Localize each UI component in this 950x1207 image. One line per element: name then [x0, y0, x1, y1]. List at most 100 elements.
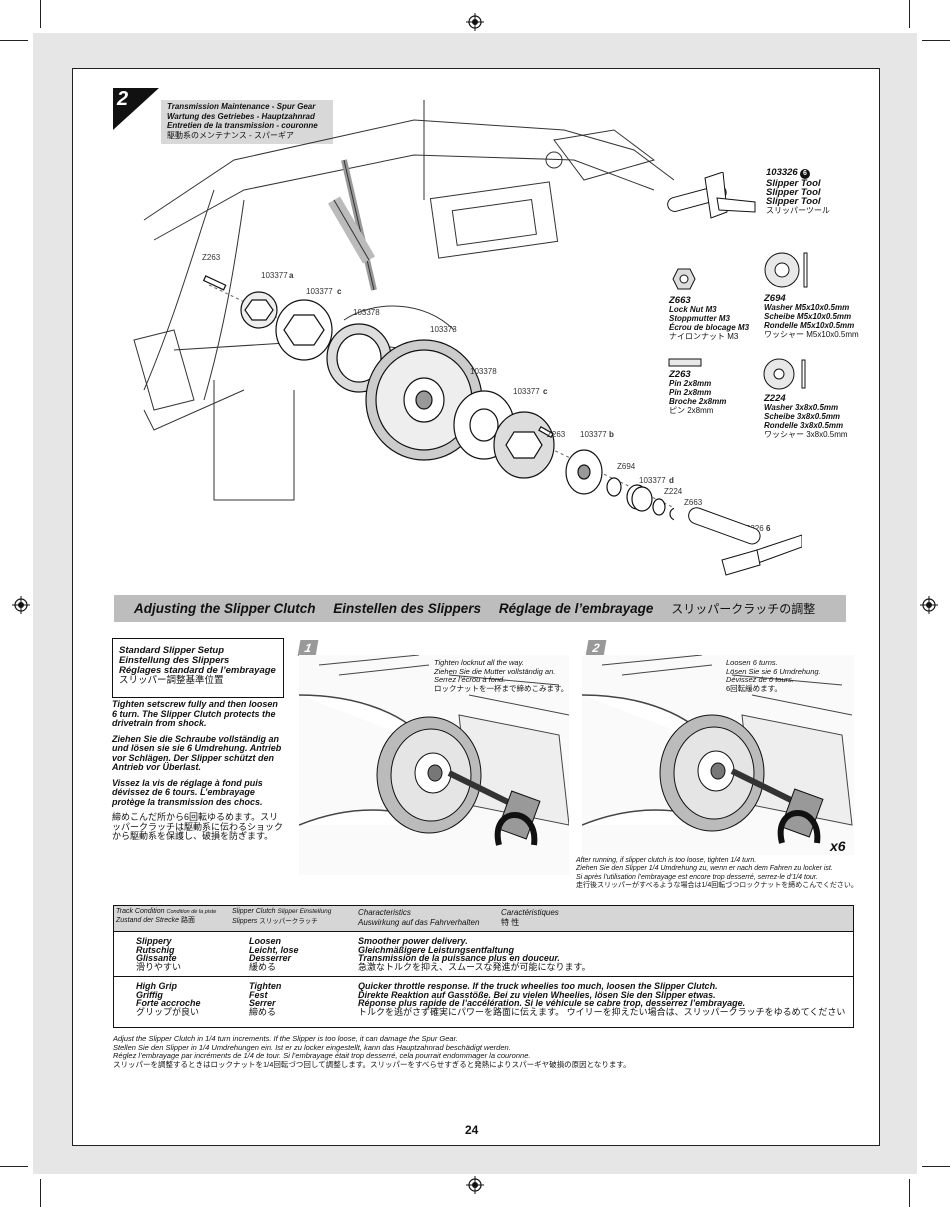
callout-badge-d: d	[669, 476, 674, 485]
setup-text-de: Ziehen Sie die Schraube vollständig an u…	[112, 733, 282, 772]
caption-fr: Serrez l’écrou à fond.	[434, 675, 506, 684]
pin-icon	[668, 358, 702, 367]
caption-de: Lösen Sie sie 6 Umdrehung.	[726, 666, 821, 676]
callout-badge-a: a	[289, 271, 294, 280]
step-title-de: Wartung des Getriebes - Hauptzahnrad	[167, 111, 315, 121]
callout-103373: 103373	[430, 325, 457, 334]
caption-en: Tighten locknut all the way.	[434, 658, 524, 667]
callout-103377: 103377	[261, 271, 288, 280]
crop-mark	[922, 40, 950, 41]
small-washer-icon	[763, 358, 806, 390]
callout-103377: 103377	[513, 387, 540, 396]
caption-fr: Dévissez de 6 tours.	[726, 675, 794, 684]
photo1-caption: Tighten locknut all the way. Ziehen Sie …	[434, 658, 569, 693]
setup-text-en: Tighten setscrew fully and then loosen 6…	[112, 699, 278, 728]
after-running-en: After running, if slipper clutch is too …	[576, 857, 757, 864]
setup-title-de: Einstellung des Slippers	[119, 655, 230, 666]
callout-badge-b: b	[609, 430, 614, 439]
part-name-jp: ナイロンナット M3	[669, 332, 739, 341]
crop-mark	[40, 1179, 41, 1207]
step-number: 2	[117, 88, 129, 110]
part-name-en: Washer M5x10x0.5mm	[764, 303, 850, 312]
characteristics-cell: Quicker throttle response. If the truck …	[355, 976, 854, 1021]
table-row: Slippery Rutschig Glissante 滑りやすい Loosen…	[113, 932, 854, 977]
banner-title-jp: スリッパークラッチの調整	[671, 602, 816, 616]
part-name-de: Stoppmutter M3	[669, 314, 730, 323]
part-name-en: Slipper Tool	[766, 178, 821, 189]
crop-mark	[40, 0, 41, 28]
lock-nut-icon	[672, 268, 696, 290]
part-name-de: Scheibe 3x8x0.5mm	[764, 412, 841, 421]
registration-mark-icon	[466, 13, 484, 31]
photo-step-badge: 1	[297, 640, 319, 656]
track-cell: Slippery Rutschig Glissante 滑りやすい	[136, 936, 182, 972]
registration-mark-icon	[12, 596, 30, 614]
part-name-de: Scheibe M5x10x0.5mm	[764, 312, 852, 321]
callout-z224: Z224	[664, 487, 683, 496]
part-name-de: Slipper Tool	[766, 187, 821, 198]
banner-title-fr: Réglage de l’embrayage	[498, 601, 654, 616]
caption-de: Ziehen Sie die Mutter vollständig an.	[434, 666, 556, 676]
part-name-fr: Slipper Tool	[766, 196, 821, 207]
caption-jp: ロックナットを一杯まで締めこみます。	[434, 683, 569, 693]
part-code: Z224	[764, 393, 786, 404]
page-number: 24	[465, 1123, 479, 1137]
turn-multiplier: x6	[830, 838, 846, 854]
part-103326: 103326 6 Slipper Tool Slipper Tool Slipp…	[766, 168, 830, 215]
part-name-fr: Broche 2x8mm	[669, 397, 727, 406]
section-banner: Adjusting the Slipper Clutch Einstellen …	[114, 595, 846, 622]
after-running-jp: 走行後スリッパーがすべるような場合は1/4回転づつロックナットを締めこんでくださ…	[576, 881, 858, 889]
photo2-caption: Loosen 6 turns. Lösen Sie sie 6 Umdrehun…	[726, 658, 821, 693]
part-z263: Z263 Pin 2x8mm Pin 2x8mm Broche 2x8mm ピン…	[669, 370, 726, 415]
setup-instructions: Tighten setscrew fully and then loosen 6…	[112, 699, 284, 848]
setup-title-en: Standard Slipper Setup	[119, 645, 225, 656]
part-name-jp: スリッパーツール	[766, 206, 830, 215]
crop-mark	[0, 1166, 28, 1167]
slipper-tool-drawing	[688, 507, 802, 576]
part-name-jp: ピン 2x8mm	[669, 406, 714, 415]
table-header-row: Track Condition Condition de la piste Zu…	[113, 905, 854, 932]
part-name-fr: Rondelle M5x10x0.5mm	[764, 321, 855, 330]
crop-mark	[922, 1166, 950, 1167]
footnote-jp: スリッパーを調整するときはロックナットを1/4回転づつ回して調整します。スリッパ…	[113, 1059, 631, 1069]
after-running-de: Ziehen Sie den Slipper 1/4 Umdrehung zu,…	[576, 865, 833, 873]
footnote-fr: Réglez l’embrayage par incréments de 1/4…	[113, 1051, 531, 1061]
part-name-en: Pin 2x8mm	[669, 379, 712, 388]
banner-title-en: Adjusting the Slipper Clutch	[134, 601, 316, 616]
part-name-en: Lock Nut M3	[669, 305, 717, 314]
part-code: 103326	[766, 167, 798, 178]
standard-setup-box: Standard Slipper Setup Einstellung des S…	[112, 638, 284, 698]
callout-badge-c: c	[337, 287, 342, 296]
caption-en: Loosen 6 turns.	[726, 658, 778, 667]
footnote-de: Stellen Sie den Slipper in 1/4 Umdrehung…	[113, 1042, 511, 1052]
track-cell: High Grip Griffig Forte accroche グリップが良い	[113, 976, 229, 1021]
callout-z663: Z663	[684, 498, 703, 507]
step-number-flag	[113, 88, 159, 130]
header-slipper-clutch: Slipper Clutch Slipper Einstellung Slipp…	[229, 905, 355, 932]
banner-title-de: Einstellen des Slippers	[333, 601, 482, 616]
track-condition-table: Track Condition Condition de la piste Zu…	[113, 905, 854, 1021]
part-z663: Z663 Lock Nut M3 Stoppmutter M3 Écrou de…	[669, 296, 749, 341]
crop-mark	[909, 1179, 910, 1207]
setup-title-jp: スリッパー調整基準位置	[119, 675, 224, 686]
callout-badge-c: c	[543, 387, 548, 396]
slipper-cell: Loosen Leicht, lose Desserrer 緩める	[249, 936, 299, 972]
header-track-condition: Track Condition Condition de la piste Zu…	[113, 905, 229, 932]
step-title-fr: Entretien de la transmission - couronne	[167, 121, 318, 130]
caption-jp: 6回転緩めます。	[726, 683, 782, 693]
photo-step-badge: 2	[585, 640, 607, 656]
footnote-en: Adjust the Slipper Clutch in 1/4 turn in…	[113, 1034, 458, 1043]
characteristics-cell: Smoother power delivery. Gleichmäßigere …	[358, 936, 591, 972]
slipper-cell: Tighten Fest Serrer 締める	[229, 976, 355, 1021]
crop-mark	[909, 0, 910, 28]
setup-text-jp: 締めこんだ所から6回転ゆるめます。スリッパークラッチは駆動系に伝わるショックから…	[112, 812, 284, 841]
callout-103378: 103378	[470, 367, 497, 376]
after-running-fr: Si après l’utilisation l’embrayage est e…	[576, 873, 818, 881]
registration-mark-icon	[466, 1176, 484, 1194]
callout-103378: 103378	[353, 308, 380, 317]
setup-text-fr: Vissez la vis de réglage à fond puis dév…	[112, 777, 263, 807]
part-badge: 6	[799, 169, 810, 179]
step-title: Transmission Maintenance - Spur Gear War…	[161, 100, 333, 144]
part-name-fr: Écrou de blocage M3	[669, 323, 750, 332]
part-code: Z263	[669, 369, 691, 380]
